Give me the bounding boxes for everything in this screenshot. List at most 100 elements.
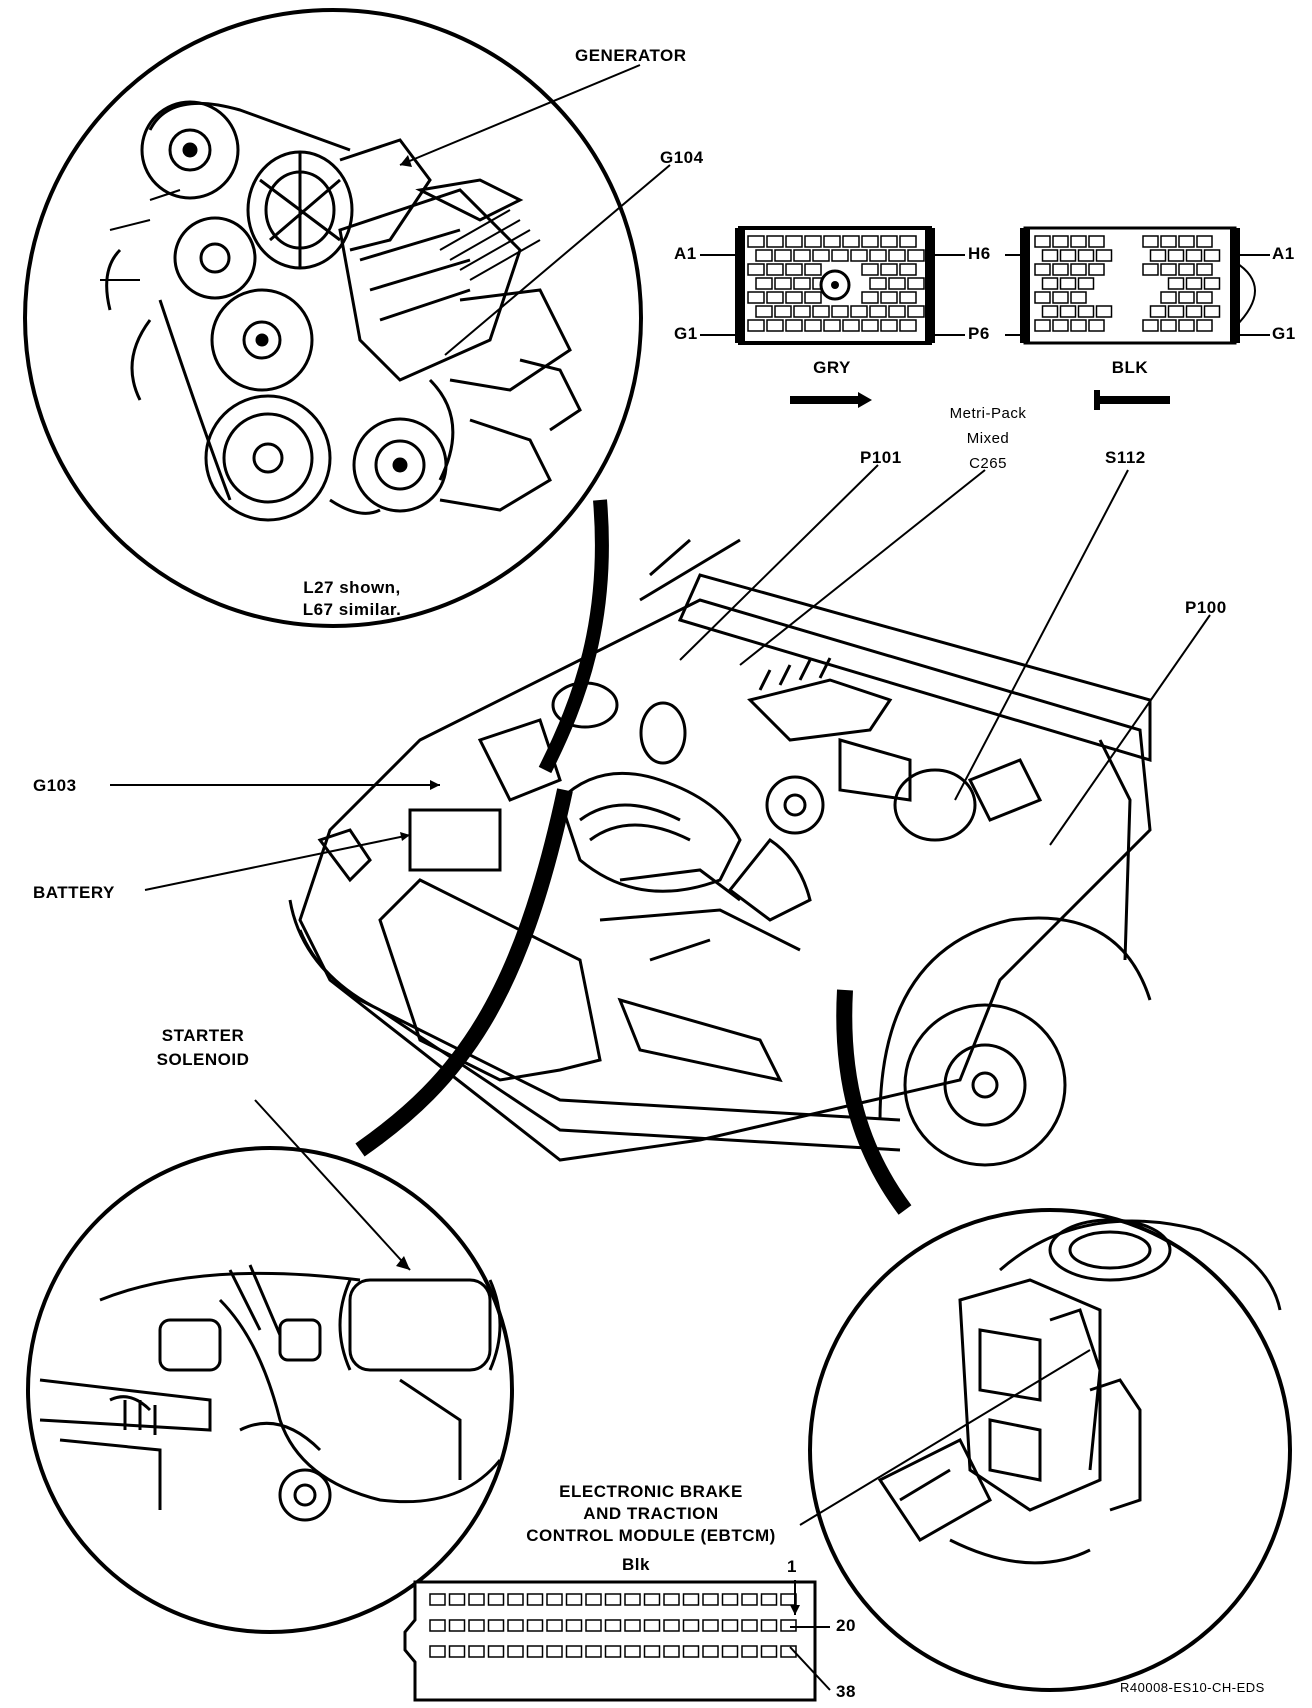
c265-label: C265 xyxy=(969,455,1007,472)
connector-cavity xyxy=(1070,235,1087,248)
ebtcm-cavity xyxy=(429,1593,446,1606)
starter-detail-inset xyxy=(26,1146,514,1634)
connector-cavity xyxy=(1149,305,1167,318)
ebtcm-cavity xyxy=(663,1593,680,1606)
p101-label: P101 xyxy=(860,448,902,467)
connector-cavity xyxy=(812,305,830,318)
ebtcm-cavity xyxy=(721,1593,739,1606)
connector-cavity xyxy=(774,305,792,318)
ebtcm-cavity xyxy=(682,1593,700,1606)
connector-cavity xyxy=(785,263,803,276)
ebtcm-cavity xyxy=(624,1593,641,1606)
starter-leader xyxy=(254,1099,411,1271)
connector-cavity xyxy=(747,263,765,276)
connector-cavity xyxy=(785,235,803,248)
ebtcm-cavity xyxy=(604,1593,622,1606)
ebtcm-cavity xyxy=(682,1645,700,1658)
ebtcm-cavity xyxy=(780,1593,797,1606)
connector-cavity xyxy=(747,291,765,304)
connector-cavity xyxy=(842,319,860,332)
ebtcm-cavity xyxy=(526,1645,544,1658)
c265-blk-color: BLK xyxy=(1111,358,1149,377)
connector-cavity xyxy=(888,249,906,262)
connector-cavity xyxy=(861,319,879,332)
connector-cavity xyxy=(755,249,773,262)
connector-cavity xyxy=(1059,305,1077,318)
g103-label: G103 xyxy=(33,776,77,795)
vehicle-outline xyxy=(288,538,1152,1167)
ebtcm-cavity xyxy=(741,1645,758,1658)
connector-cavity xyxy=(793,305,811,318)
connector-cavity xyxy=(1167,305,1185,318)
connector-cavity xyxy=(1196,319,1213,332)
ebtcm-cavities xyxy=(429,1593,797,1658)
blk-cavities xyxy=(1034,235,1221,332)
ebtcm-cavity xyxy=(429,1645,446,1658)
ebtcm-connector-color: Blk xyxy=(622,1555,650,1574)
ebtcm-cavity xyxy=(702,1619,719,1632)
ebtcm-cavity xyxy=(663,1645,680,1658)
ebtcm-cavity xyxy=(448,1619,466,1632)
connector-cavity xyxy=(1185,249,1203,262)
connector-cavity xyxy=(823,319,841,332)
connector-cavity xyxy=(774,249,792,262)
ebtcm-cavity xyxy=(585,1619,602,1632)
c265-gry-pin-g1: G1 xyxy=(674,324,698,343)
connector-cavity xyxy=(1095,305,1113,318)
ebtcm-cavity xyxy=(448,1645,466,1658)
engine-note-line2: L67 similar. xyxy=(302,600,402,619)
connector-cavity xyxy=(766,263,784,276)
p100-label: P100 xyxy=(1185,598,1227,617)
connector-cavity xyxy=(793,249,811,262)
connector-cavity xyxy=(1041,277,1059,290)
ebtcm-cavity xyxy=(468,1619,485,1632)
s112-label: S112 xyxy=(1105,448,1146,467)
connector-cavity xyxy=(869,305,887,318)
ebtcm-cavity xyxy=(487,1645,505,1658)
connector-cavity xyxy=(1059,277,1077,290)
connector-cavity xyxy=(1052,235,1069,248)
connector-cavity xyxy=(1178,235,1195,248)
connector-cavity xyxy=(1196,263,1213,276)
ebtcm-connector-face xyxy=(403,1580,831,1702)
connector-cavity xyxy=(1070,319,1087,332)
connector-cavity xyxy=(1088,263,1105,276)
ebtcm-cavity xyxy=(526,1619,544,1632)
metri-pack-line2: Mixed xyxy=(966,430,1010,447)
ebtcm-cavity xyxy=(585,1645,602,1658)
connector-cavity xyxy=(850,305,868,318)
connector-cavity xyxy=(804,291,822,304)
connector-cavity xyxy=(1034,235,1051,248)
connector-cavity xyxy=(1160,319,1177,332)
connector-cavity xyxy=(1034,263,1051,276)
ebtcm-cavity xyxy=(604,1619,622,1632)
connector-cavity xyxy=(755,305,773,318)
ebtcm-cavity xyxy=(604,1645,622,1658)
connector-cavity xyxy=(899,235,917,248)
connector-cavity xyxy=(888,277,906,290)
ebtcm-pin-38: 38 xyxy=(836,1682,856,1701)
connector-cavity xyxy=(1185,305,1203,318)
ebtcm-cavity xyxy=(507,1619,524,1632)
ebtcm-cavity xyxy=(565,1619,583,1632)
connector-cavity xyxy=(907,277,925,290)
connector-cavity xyxy=(1077,305,1095,318)
connector-cavity xyxy=(1070,291,1087,304)
ebtcm-cavity xyxy=(507,1593,524,1606)
connector-cavity xyxy=(1088,319,1105,332)
ebtcm-pin-1: 1 xyxy=(787,1557,797,1576)
connector-cavity xyxy=(747,319,765,332)
ebtcm-cavity xyxy=(760,1593,778,1606)
ebtcm-cavity xyxy=(565,1593,583,1606)
ebtcm-cavity xyxy=(682,1619,700,1632)
ebtcm-cavity xyxy=(546,1619,563,1632)
connector-cavity xyxy=(842,235,860,248)
ebtcm-cavity xyxy=(468,1645,485,1658)
ebtcm-cavity xyxy=(760,1645,778,1658)
ebtcm-cavity xyxy=(741,1593,758,1606)
connector-cavity xyxy=(899,291,917,304)
connector-cavity xyxy=(831,305,849,318)
connector-cavity xyxy=(1167,249,1185,262)
connector-cavity xyxy=(766,319,784,332)
